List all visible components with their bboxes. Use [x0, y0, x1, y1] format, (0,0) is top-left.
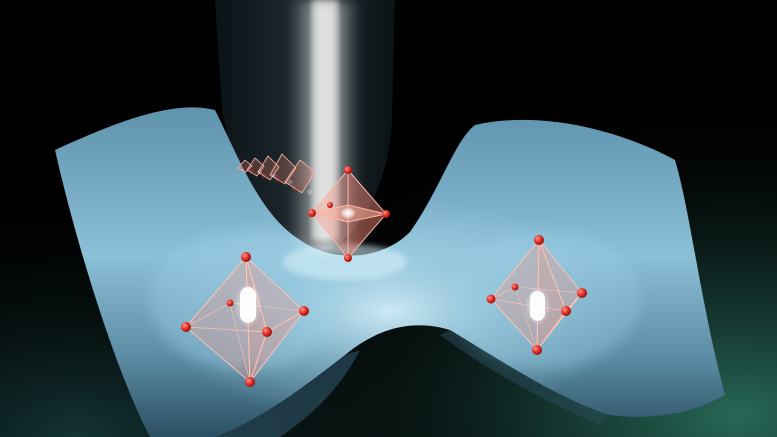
octahedron-left-well: [181, 252, 309, 387]
double-well-potential-surface: [55, 107, 725, 437]
octahedra-chain-center: [237, 153, 316, 195]
octahedron-center: [308, 166, 390, 262]
octahedron-right-well: [486, 235, 587, 355]
